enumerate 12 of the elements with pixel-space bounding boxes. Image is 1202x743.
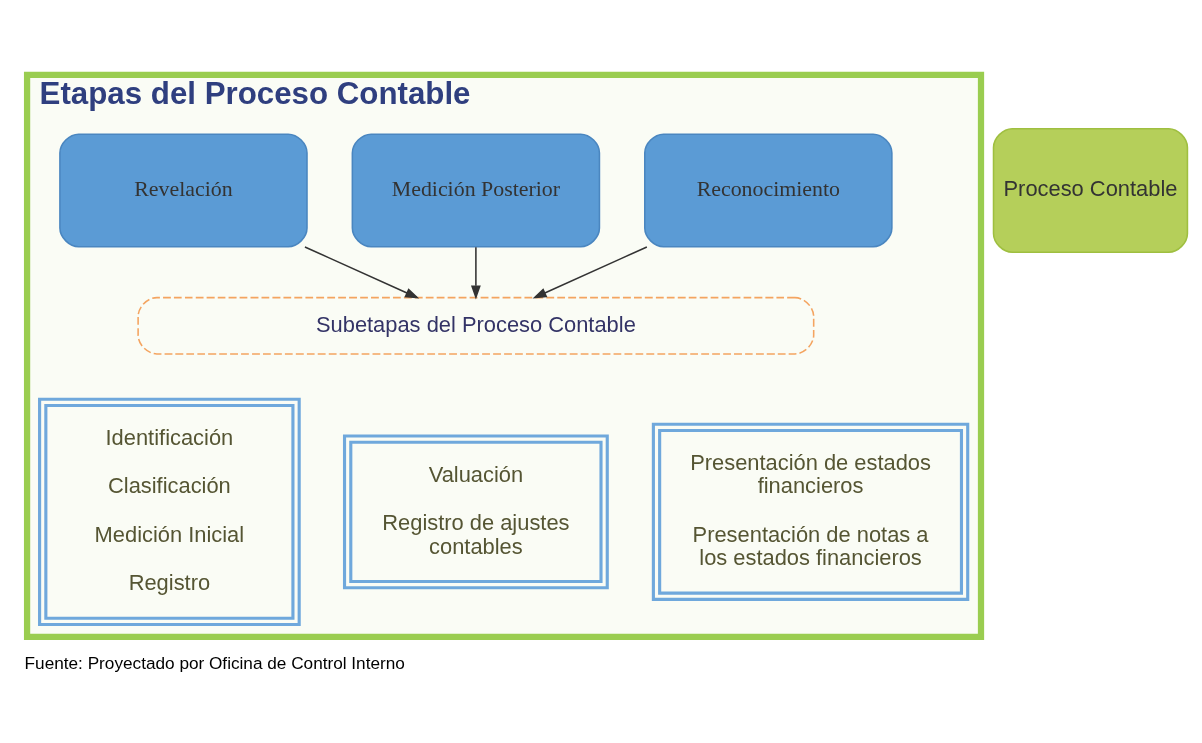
node-box: Identificación Clasificación Medición Inicial Registro bbox=[38, 397, 301, 626]
node-box: Revelación bbox=[59, 133, 308, 248]
node-box: Medición Posterior bbox=[351, 133, 601, 248]
node-box: Subetapas del Proceso Contable bbox=[137, 296, 815, 355]
node-box: Valuación Registro de ajustes contables bbox=[342, 434, 609, 590]
node-box: Proceso Contable bbox=[992, 127, 1189, 254]
arrow bbox=[470, 246, 481, 300]
caption: Fuente: Proyectado por Oficina de Control Interno bbox=[24, 653, 405, 674]
arrow bbox=[304, 246, 420, 299]
arrow bbox=[532, 246, 648, 299]
node-box: Presentación de estados financieros Presentación de notas a los estados financieros bbox=[651, 422, 970, 601]
node-box: Reconocimiento bbox=[644, 133, 893, 248]
